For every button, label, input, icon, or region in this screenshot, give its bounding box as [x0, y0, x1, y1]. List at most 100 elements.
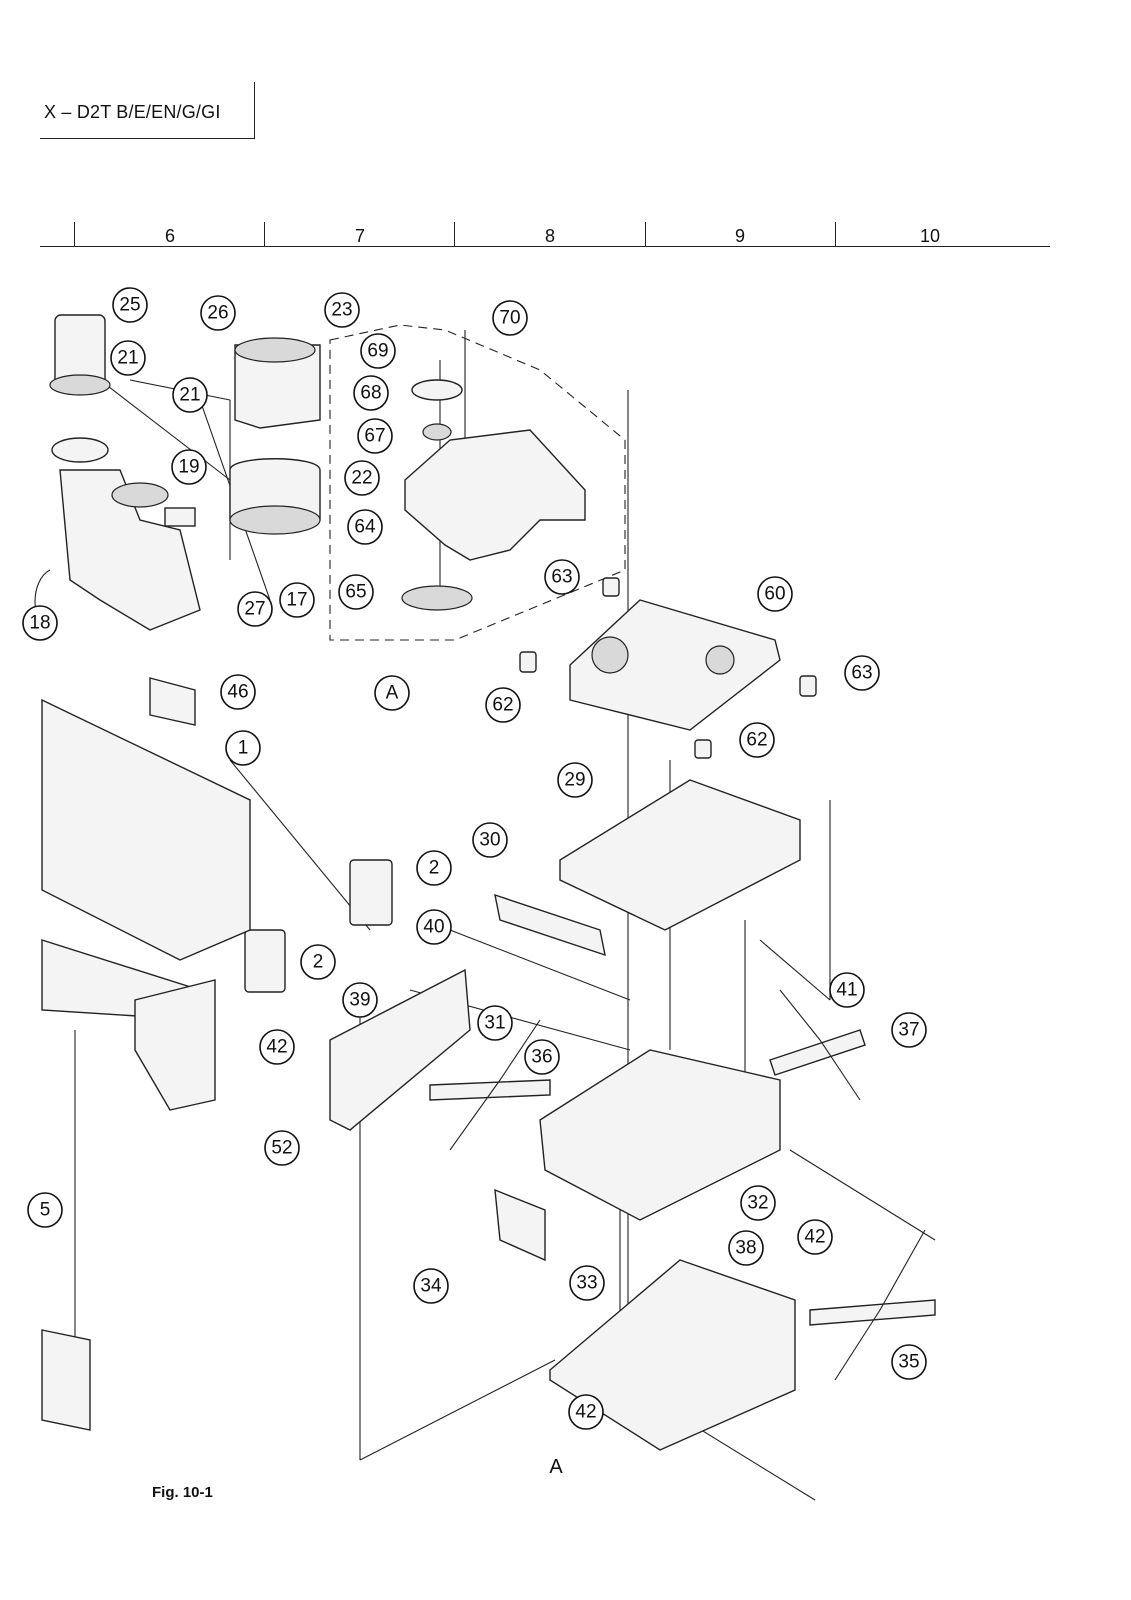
mechanical-parts [34, 314, 936, 1451]
callout-number: 38 [735, 1238, 756, 1259]
callout-number: 22 [351, 468, 372, 489]
callout-number: 42 [266, 1037, 287, 1058]
callout-number: 34 [420, 1276, 442, 1297]
callout-42: 42 [797, 1219, 833, 1255]
callout-number: 25 [119, 295, 140, 316]
callout-number: 67 [364, 426, 385, 447]
callout-35: 35 [891, 1344, 927, 1380]
callout-number: 2 [313, 952, 324, 973]
callout-63: 63 [544, 559, 580, 595]
callout-number: 29 [564, 770, 585, 791]
callout-number: 46 [227, 682, 248, 703]
callout-2: 2 [416, 850, 452, 886]
column-label-8: 8 [544, 226, 555, 246]
figure-caption: Fig. 10-1 [152, 1484, 213, 1501]
callout-32: 32 [740, 1185, 776, 1221]
callout-number: 42 [804, 1227, 825, 1248]
callout-number: 21 [117, 348, 138, 369]
ruler-tick [454, 222, 455, 246]
callout-number: 63 [551, 567, 572, 588]
callout-number: 42 [575, 1402, 596, 1423]
callout-62: 62 [739, 722, 775, 758]
callout-41: 41 [829, 972, 865, 1008]
callout-number: 62 [746, 730, 767, 751]
ref-a-circle [374, 675, 410, 711]
callout-23: 23 [324, 292, 360, 328]
callout-70: 70 [492, 300, 528, 336]
model-title: X – D2T B/E/EN/G/GI [44, 102, 221, 122]
callout-number: 35 [898, 1352, 919, 1373]
callout-number: 19 [178, 457, 199, 478]
ruler-tick [264, 222, 265, 246]
callout-69: 69 [360, 333, 396, 369]
callout-number: 60 [764, 584, 785, 605]
callout-26: 26 [200, 295, 236, 331]
callout-number: 68 [360, 383, 381, 404]
callout-number: 27 [244, 599, 265, 620]
callout-number: 64 [354, 517, 376, 538]
callout-number: 2 [429, 858, 440, 879]
callout-36: 36 [524, 1039, 560, 1075]
callout-number: 21 [179, 385, 200, 406]
assembly-ref-layer: AA [374, 675, 563, 1478]
callout-40: 40 [416, 909, 452, 945]
callout-64: 64 [347, 509, 383, 545]
callout-number: 40 [423, 917, 444, 938]
callout-18: 18 [22, 605, 58, 641]
column-label-6: 6 [164, 226, 175, 246]
callout-22: 22 [344, 460, 380, 496]
callout-21: 21 [172, 377, 208, 413]
subassembly-a-outline [329, 324, 626, 641]
ruler-tick [74, 222, 75, 246]
callout-21: 21 [110, 340, 146, 376]
callout-number: 32 [747, 1193, 768, 1214]
callout-number: 65 [345, 582, 366, 603]
column-label-7: 7 [354, 226, 365, 246]
callout-25: 25 [112, 287, 148, 323]
callout-5: 5 [27, 1192, 63, 1228]
callout-63: 63 [844, 655, 880, 691]
callout-38: 38 [728, 1230, 764, 1266]
callout-number: 62 [492, 695, 513, 716]
callout-number: 26 [207, 303, 228, 324]
callout-number: 31 [484, 1013, 505, 1034]
callout-29: 29 [557, 762, 593, 798]
callout-number: 1 [238, 738, 249, 759]
callout-17: 17 [279, 582, 315, 618]
assembly-ref-A: A [549, 1456, 563, 1478]
callout-19: 19 [171, 449, 207, 485]
callout-67: 67 [357, 418, 393, 454]
callout-2: 2 [300, 944, 336, 980]
ruler-tick [645, 222, 646, 246]
callout-33: 33 [569, 1265, 605, 1301]
callout-27: 27 [237, 591, 273, 627]
callout-62: 62 [485, 687, 521, 723]
callout-number: 37 [898, 1020, 919, 1041]
callout-number: 36 [531, 1047, 552, 1068]
callout-39: 39 [342, 982, 378, 1018]
callout-1: 1 [225, 730, 261, 766]
callout-number: 33 [576, 1273, 597, 1294]
callout-52: 52 [264, 1130, 300, 1166]
callout-number: 5 [40, 1200, 51, 1221]
callout-37: 37 [891, 1012, 927, 1048]
callout-number: 30 [479, 830, 500, 851]
callout-number: 69 [367, 341, 388, 362]
callout-34: 34 [413, 1268, 449, 1304]
callout-30: 30 [472, 822, 508, 858]
column-label-10: 10 [919, 226, 941, 246]
callout-42: 42 [568, 1394, 604, 1430]
callout-42: 42 [259, 1029, 295, 1065]
callout-65: 65 [338, 574, 374, 610]
model-header-box: X – D2T B/E/EN/G/GI [40, 82, 255, 139]
grid-ruler [40, 246, 1050, 247]
callout-46: 46 [220, 674, 256, 710]
callout-68: 68 [353, 375, 389, 411]
callout-number: 41 [836, 980, 857, 1001]
callout-number: 39 [349, 990, 370, 1011]
callout-60: 60 [757, 576, 793, 612]
callout-number: 17 [286, 590, 307, 611]
